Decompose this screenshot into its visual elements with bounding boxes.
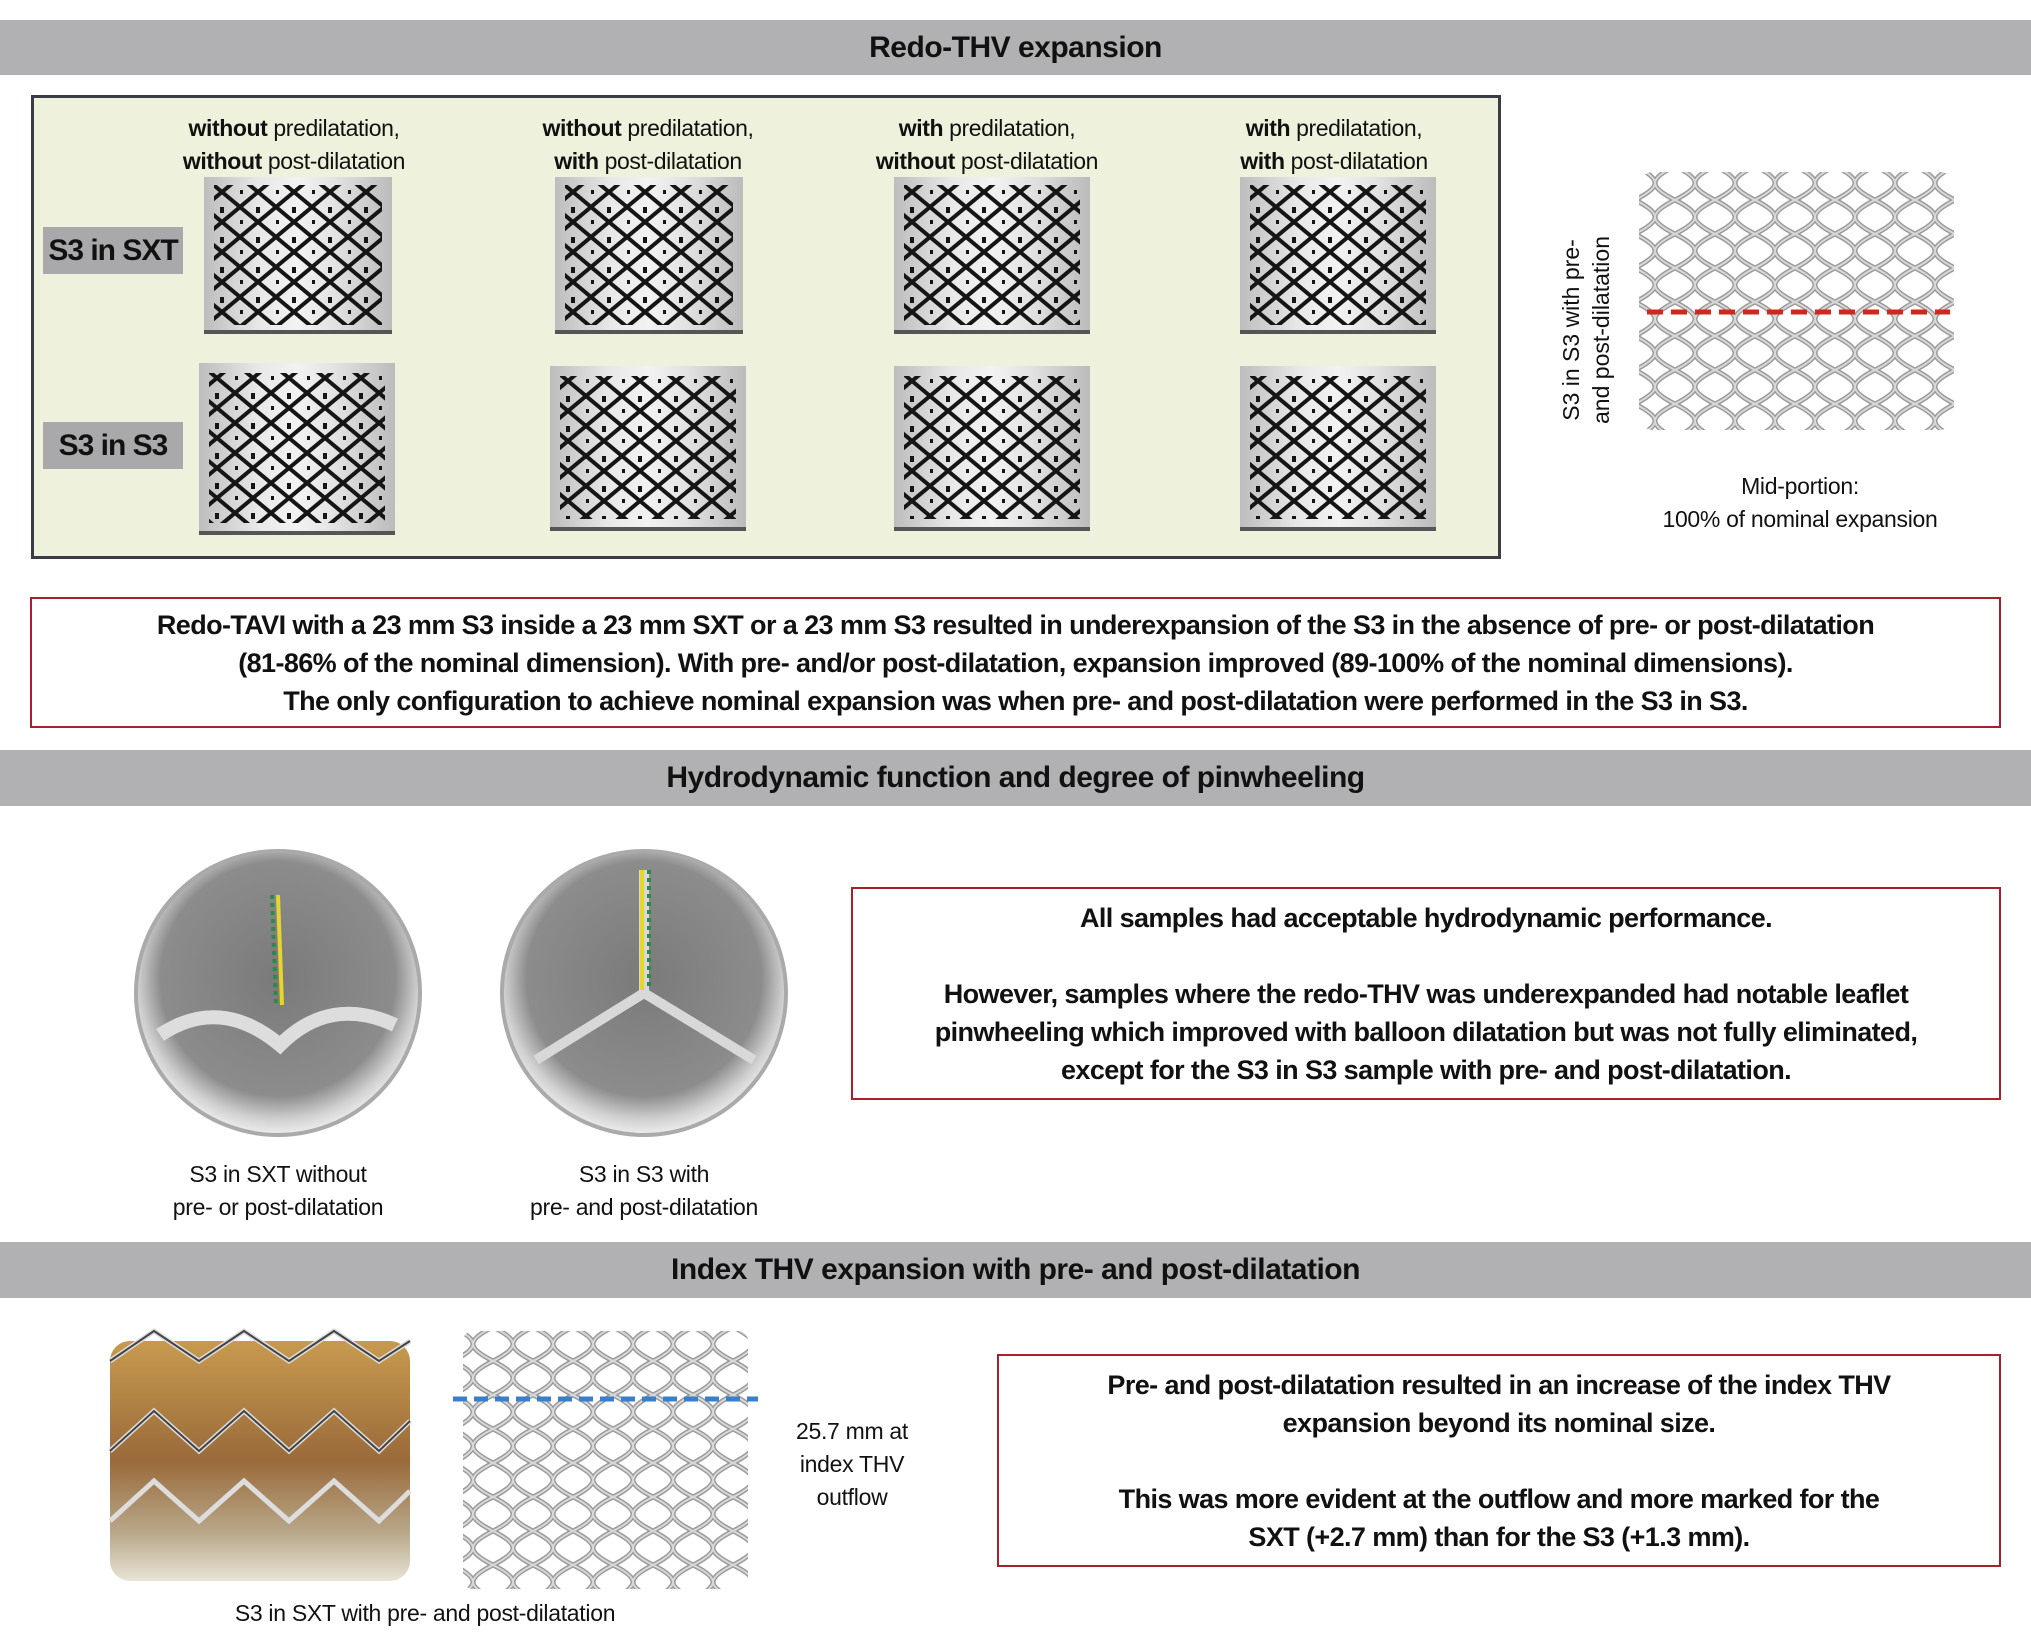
section-header-index-thv: Index THV expansion with pre- and post-d… bbox=[0, 1242, 2031, 1298]
stent-3d-render bbox=[1639, 172, 1954, 430]
column-header: without predilatation,with post-dilatati… bbox=[542, 115, 754, 174]
row-label-s3-in-sxt: S3 in SXT bbox=[43, 227, 183, 274]
summary-line: expansion beyond its nominal size. bbox=[1282, 1407, 1716, 1438]
summary-line: (81-86% of the nominal dimension). With … bbox=[238, 647, 1793, 678]
stent-xray-image bbox=[555, 177, 743, 334]
summary-line: All samples had acceptable hydrodynamic … bbox=[1079, 902, 1773, 933]
summary-line: However, samples where the redo-THV was … bbox=[943, 978, 1909, 1009]
column-header: with predilatation,with post-dilatation bbox=[1240, 115, 1428, 174]
index-stent-render bbox=[453, 1331, 758, 1589]
summary-line: The only configuration to achieve nomina… bbox=[283, 685, 1748, 716]
stent-xray-image bbox=[550, 366, 746, 531]
summary-line: except for the S3 in S3 sample with pre-… bbox=[1060, 1054, 1792, 1085]
summary-line: Redo-TAVI with a 23 mm S3 inside a 23 mm… bbox=[156, 609, 1875, 640]
section-header-redo-thv-expansion: Redo-THV expansion bbox=[0, 20, 2031, 75]
summary-line: This was more evident at the outflow and… bbox=[1118, 1483, 1880, 1514]
summary-line: pinwheeling which improved with balloon … bbox=[934, 1016, 1918, 1047]
summary-line: SXT (+2.7 mm) than for the S3 (+1.3 mm). bbox=[1248, 1521, 1750, 1552]
explanted-valve-photo bbox=[108, 1327, 412, 1581]
stent-xray-image bbox=[1240, 177, 1436, 334]
side-figure-vertical-label: S3 in S3 with pre-and post-dilatation bbox=[1558, 236, 1614, 424]
valve-image-s3-in-sxt bbox=[134, 849, 422, 1137]
side-figure-caption: Mid-portion:100% of nominal expansion bbox=[1662, 473, 1938, 532]
expansion-panel: without predilatation,without post-dilat… bbox=[31, 95, 1501, 559]
section-title: Hydrodynamic function and degree of pinw… bbox=[666, 761, 1365, 794]
summary-box-index-thv: Pre- and post-dilatation resulted in an … bbox=[997, 1354, 2001, 1567]
stent-xray-image bbox=[1240, 366, 1436, 531]
section-title: Redo-THV expansion bbox=[869, 30, 1162, 64]
row-label-s3-in-s3: S3 in S3 bbox=[43, 422, 183, 469]
stent-xray-image bbox=[204, 177, 392, 334]
index-figure-caption: S3 in SXT with pre- and post-dilatation bbox=[234, 1600, 616, 1626]
stent-xray-image bbox=[199, 363, 395, 535]
summary-line: Pre- and post-dilatation resulted in an … bbox=[1107, 1369, 1891, 1400]
column-header: without predilatation,without post-dilat… bbox=[182, 115, 406, 174]
summary-box-expansion: Redo-TAVI with a 23 mm S3 inside a 23 mm… bbox=[30, 597, 2001, 728]
section-header-hydrodynamic: Hydrodynamic function and degree of pinw… bbox=[0, 750, 2031, 806]
valve-image-s3-in-s3 bbox=[500, 849, 788, 1137]
column-header: with predilatation,without post-dilatati… bbox=[875, 115, 1099, 174]
stent-xray-image bbox=[894, 177, 1090, 334]
stent-xray-image bbox=[894, 366, 1090, 531]
section-title: Index THV expansion with pre- and post-d… bbox=[671, 1253, 1360, 1286]
summary-box-hydrodynamic: All samples had acceptable hydrodynamic … bbox=[851, 887, 2001, 1100]
